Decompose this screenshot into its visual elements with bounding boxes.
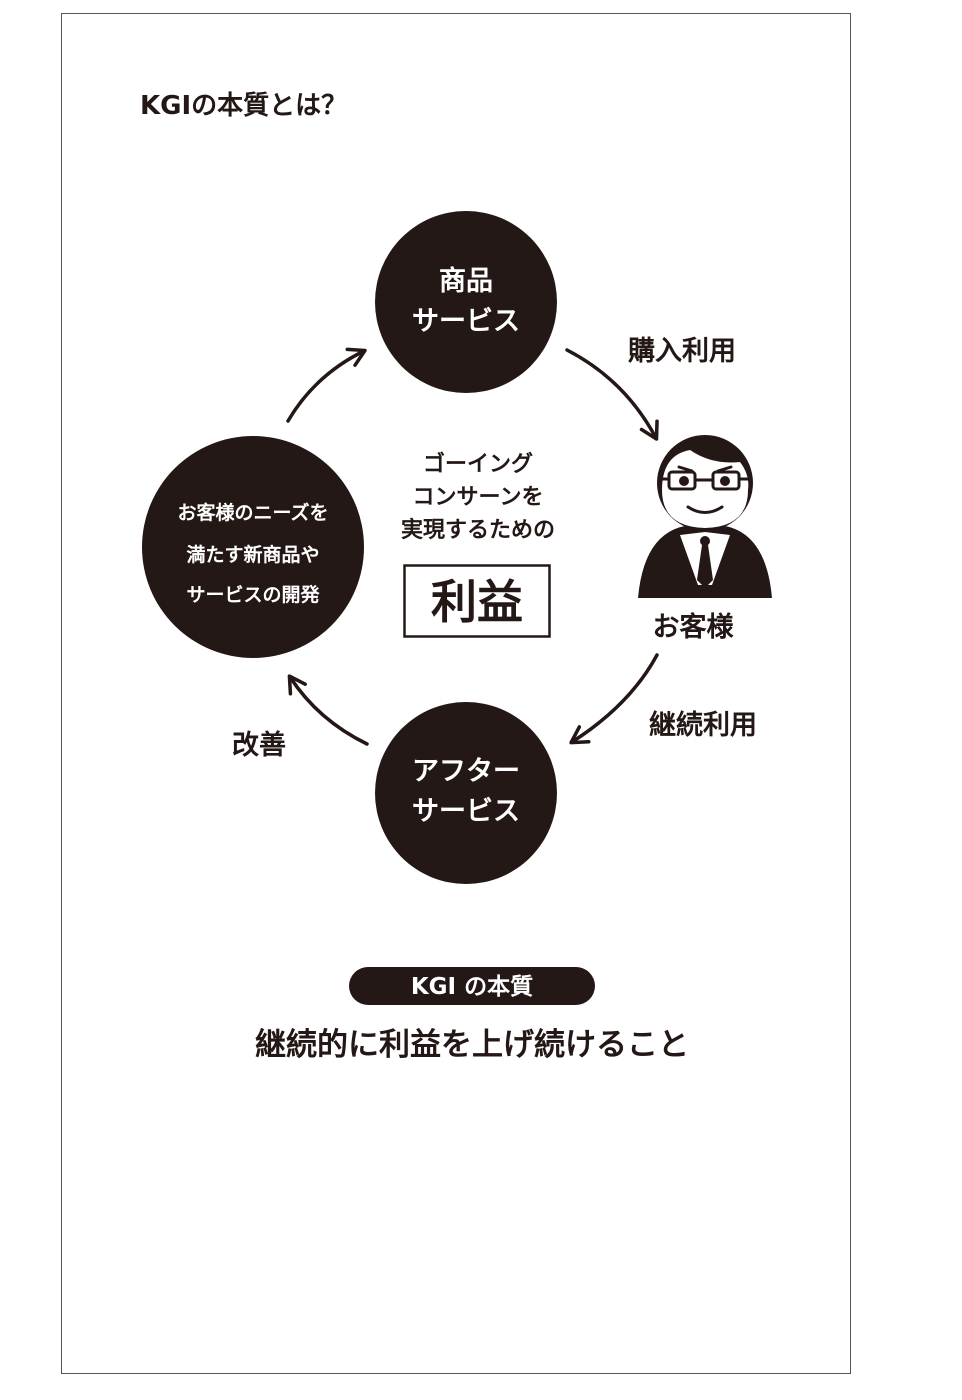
node-product: 商品 サービス xyxy=(375,211,557,393)
node-after-service: アフター サービス xyxy=(375,702,557,884)
node-product-line-2: サービス xyxy=(412,306,520,337)
node-after-line-1: アフター xyxy=(412,756,520,787)
summary-text: 継続的に利益を上げ続けること xyxy=(255,1027,689,1063)
arrow-product-to-customer xyxy=(565,348,659,441)
edge-label-purchase: 購入利用 xyxy=(628,336,736,367)
node-needs: お客様のニーズを 満たす新商品や サービスの開発 xyxy=(142,436,364,658)
summary-badge xyxy=(349,967,595,1005)
node-needs-line-1: お客様のニーズを xyxy=(177,501,328,524)
profit-box xyxy=(403,564,551,638)
customer-label: お客様 xyxy=(653,611,735,643)
node-needs-line-2: 満たす新商品や xyxy=(186,543,319,566)
arrow-after-to-needs xyxy=(287,674,369,746)
customer-icon xyxy=(638,435,772,598)
center-line-1: ゴーイング xyxy=(423,451,533,477)
edge-label-improve: 改善 xyxy=(232,729,286,761)
page-title: KGIの本質とは？ xyxy=(140,91,347,121)
arrow-needs-to-product xyxy=(286,347,367,423)
center-line-3: 実現するための xyxy=(401,517,555,543)
edge-label-continued: 継続利用 xyxy=(649,709,757,741)
node-needs-line-3: サービスの開発 xyxy=(186,583,320,606)
summary-badge-label: KGI の本質 xyxy=(411,974,533,1000)
node-after-line-2: サービス xyxy=(412,796,520,827)
center-line-2: コンサーンを xyxy=(413,485,544,510)
node-product-line-1: 商品 xyxy=(439,266,493,297)
arrow-customer-to-after xyxy=(569,653,659,745)
profit-label: 利益 xyxy=(431,575,523,629)
